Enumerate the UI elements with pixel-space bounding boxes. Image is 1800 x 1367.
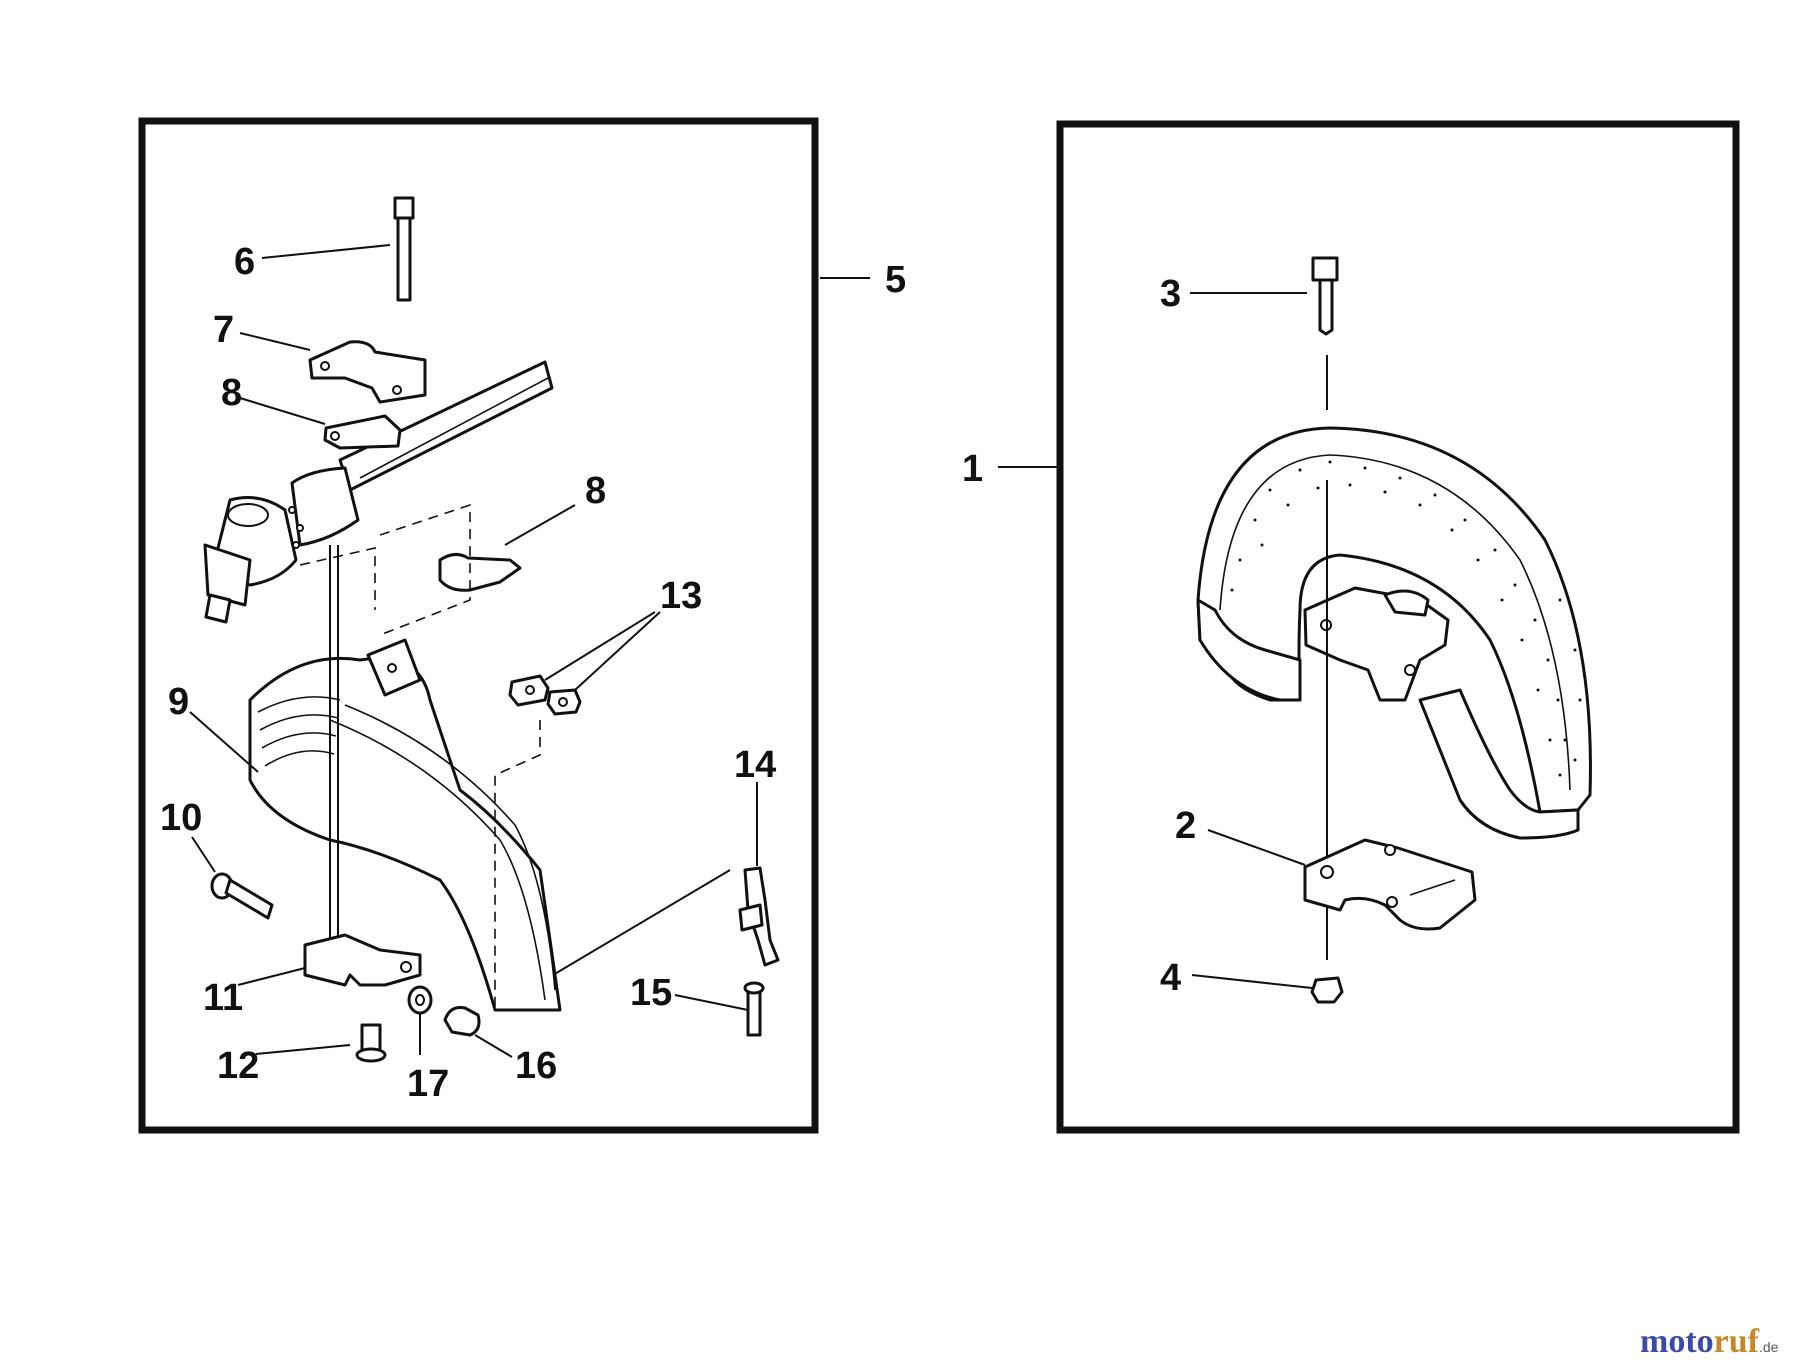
label-17: 17 — [407, 1063, 449, 1105]
nut-16 — [443, 1006, 481, 1037]
leader-13b — [574, 611, 661, 691]
label-10: 10 — [160, 797, 202, 839]
nut-4 — [1310, 976, 1344, 1004]
label-5: 5 — [885, 259, 906, 301]
right-panel: 3 2 4 1 — [962, 120, 1740, 1134]
leader-15 — [674, 994, 749, 1011]
front-handle — [1196, 426, 1592, 840]
guard-9 — [248, 638, 562, 1012]
watermark-suffix: .de — [1759, 1339, 1779, 1355]
label-11: 11 — [203, 977, 243, 1019]
washer-17 — [407, 985, 433, 1015]
left-panel-border — [138, 117, 819, 1134]
leader-6 — [261, 244, 391, 259]
label-7: 7 — [213, 309, 234, 351]
leader-11 — [237, 967, 306, 986]
label-8-lower: 8 — [585, 470, 606, 512]
bolt-6 — [393, 196, 415, 302]
leader-10 — [191, 836, 216, 873]
label-9: 9 — [168, 681, 189, 723]
bracket-11 — [303, 933, 422, 987]
label-8-upper: 8 — [221, 372, 242, 414]
label-1: 1 — [962, 448, 983, 490]
bolt-10 — [210, 872, 274, 920]
leader-16 — [474, 1034, 513, 1058]
label-3: 3 — [1160, 273, 1181, 315]
blocks-13 — [508, 674, 582, 716]
clamp-2 — [1303, 838, 1477, 931]
watermark-part1: moto — [1640, 1323, 1714, 1360]
label-2: 2 — [1175, 805, 1196, 847]
leader-13a — [544, 611, 656, 681]
clamp-8-upper — [323, 414, 402, 450]
left-panel: 6 7 8 8 9 10 11 12 13 14 15 16 17 5 — [138, 117, 906, 1134]
watermark-logo: motoruf.de — [1640, 1323, 1779, 1360]
watermark-part2: ruf — [1714, 1323, 1760, 1360]
label-15: 15 — [630, 972, 672, 1014]
leader-7 — [239, 332, 311, 351]
screw-12 — [355, 1023, 387, 1063]
leader-8b — [504, 504, 576, 546]
label-14: 14 — [734, 744, 776, 786]
screw-3 — [1311, 256, 1339, 336]
leader-8a — [239, 397, 326, 425]
leader-12 — [255, 1044, 351, 1055]
gear-head — [203, 466, 360, 624]
screw-15 — [743, 981, 765, 1037]
label-6: 6 — [234, 241, 255, 283]
hanger-14 — [738, 866, 780, 967]
foam-texture — [1230, 460, 1582, 777]
label-16: 16 — [515, 1045, 557, 1087]
label-12: 12 — [217, 1045, 259, 1087]
label-13: 13 — [660, 575, 702, 617]
right-panel-border — [1056, 120, 1740, 1134]
clamp-8-lower — [438, 553, 522, 592]
clamp-7 — [308, 340, 427, 404]
handle-clamp-upper — [1303, 586, 1450, 702]
svg-text:motoruf.de: motoruf.de — [1640, 1323, 1779, 1360]
leader-2 — [1207, 829, 1306, 866]
label-4: 4 — [1160, 957, 1181, 999]
leader-9 — [189, 711, 259, 773]
leader-4 — [1191, 974, 1313, 989]
